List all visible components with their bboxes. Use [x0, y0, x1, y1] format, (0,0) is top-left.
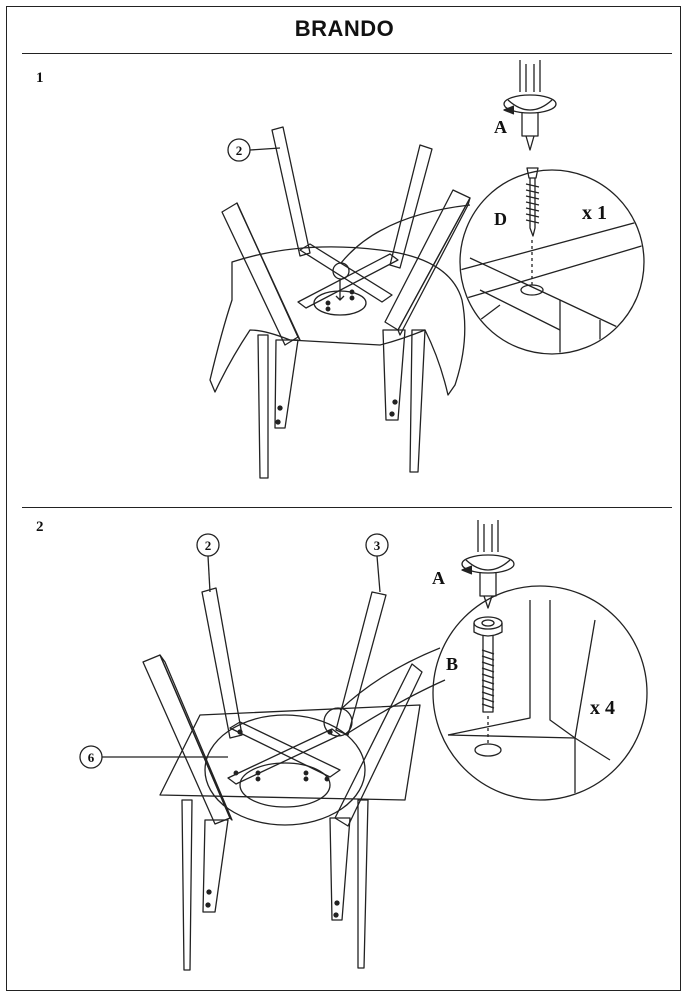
quantity-label: x 4	[590, 697, 615, 719]
cross-brace-b	[297, 253, 399, 309]
zoom-leader	[339, 647, 441, 711]
seat-cushion	[209, 246, 466, 396]
seat-base	[204, 714, 366, 826]
callout-label: 2	[205, 538, 212, 553]
leg-back-right	[335, 591, 387, 736]
leg-back-left	[271, 126, 311, 257]
leg-lower-1	[257, 334, 269, 479]
bolt-hole	[474, 743, 502, 757]
product-title: BRANDO	[294, 16, 395, 41]
seat-board	[159, 704, 421, 801]
leg-back-left	[201, 587, 243, 739]
leg-front-right	[334, 663, 423, 827]
tool-label-a: A	[494, 117, 507, 137]
page-frame	[6, 6, 681, 991]
zoom-leader	[340, 204, 471, 264]
bolt-b-head	[473, 616, 503, 630]
screw-d-head	[526, 167, 539, 179]
cross-brace-b	[227, 728, 341, 785]
leg-back-right	[389, 144, 433, 269]
leg-lower-2	[329, 817, 351, 921]
zoom-circle	[432, 585, 648, 801]
step-divider	[22, 507, 672, 508]
screwdriver-a	[477, 520, 499, 552]
callout-label: 3	[374, 538, 381, 553]
header-divider	[22, 53, 672, 54]
zoom-circle	[459, 169, 645, 355]
leg-lower-1	[181, 799, 193, 971]
step-2-zoom-detail: A B x 4	[432, 520, 648, 801]
cross-brace-a	[229, 721, 341, 778]
leg-lower-2	[382, 329, 406, 421]
step-1-zoom-detail: A D x 1	[459, 60, 645, 355]
detail-circle	[323, 707, 353, 737]
callout-label: 6	[88, 750, 95, 765]
step-1-chair-drawing: 2	[209, 126, 471, 479]
part-label-d: D	[494, 209, 507, 229]
tool-label-a: A	[432, 568, 445, 588]
callout-label: 2	[236, 143, 243, 158]
screwdriver-a	[519, 60, 541, 92]
step-2-chair-drawing: 2 3 6	[79, 533, 446, 971]
step-1-number: 1	[36, 70, 44, 86]
cross-brace-a	[299, 243, 393, 303]
step-2-number: 2	[36, 519, 44, 535]
leg-front-left	[221, 202, 299, 346]
part-label-b: B	[446, 654, 458, 674]
screw-d	[529, 178, 536, 237]
quantity-label: x 1	[582, 202, 607, 224]
